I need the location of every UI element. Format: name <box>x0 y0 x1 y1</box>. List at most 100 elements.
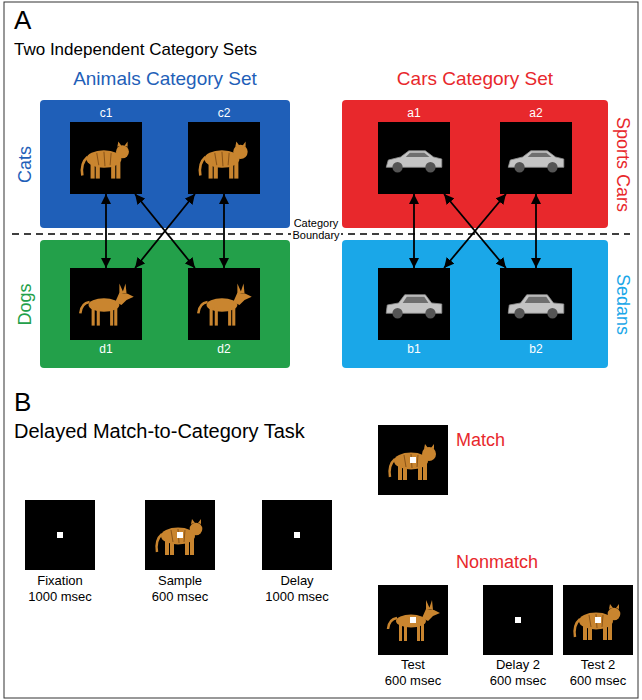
animal-ears <box>609 604 619 609</box>
animal-tail <box>200 157 206 176</box>
stimulus-id: d2 <box>188 342 260 356</box>
category-name: Dogs <box>15 283 36 325</box>
stimulus-id: c2 <box>188 106 260 120</box>
animal-leg <box>398 463 402 480</box>
animal-leg <box>97 307 100 326</box>
figure-label: Sample <box>158 574 202 589</box>
animal-leg <box>165 538 169 555</box>
similarity-arrow <box>413 194 415 268</box>
animal-leg <box>92 307 95 326</box>
trial-frame <box>378 585 448 655</box>
trial-frame <box>145 500 215 570</box>
animal-leg <box>185 538 189 555</box>
fixation-point <box>515 617 521 623</box>
figure-label: A <box>14 6 31 36</box>
animal-stripes <box>171 529 185 543</box>
animal-ears <box>191 519 201 524</box>
stimulus-id: a1 <box>378 106 450 120</box>
animal-leg <box>399 623 402 641</box>
frame-background <box>262 500 332 570</box>
fixation-point <box>410 617 416 623</box>
car-wheel <box>392 162 402 172</box>
car-window <box>525 297 551 303</box>
animal-leg <box>210 307 213 326</box>
figure-label: Test <box>401 658 425 673</box>
animal-leg <box>110 307 113 326</box>
trial-frame <box>25 500 95 570</box>
category-box: Catsc1c2 <box>40 100 290 228</box>
category-name: Sports Cars <box>613 116 634 211</box>
animal-leg <box>190 538 194 555</box>
animal-tail <box>82 157 88 176</box>
car-window <box>403 297 429 303</box>
figure-label: Two Independent Category Sets <box>14 40 257 60</box>
similarity-arrow <box>135 194 195 268</box>
figure-label: 600 msec <box>385 674 441 689</box>
figure-label: 600 msec <box>152 590 208 605</box>
trial-frame <box>483 585 553 655</box>
fixation-point <box>177 532 183 538</box>
animal-leg <box>583 623 587 640</box>
category-name: Cats <box>15 145 36 182</box>
animal-tail <box>388 618 397 629</box>
frame-background <box>378 425 448 495</box>
figure-label: Category Boundary <box>291 217 341 241</box>
heading-holder: Sedans <box>611 240 635 368</box>
car-window <box>528 153 552 157</box>
stimulus-picture <box>188 268 260 340</box>
stimulus-id: b1 <box>378 342 450 356</box>
animal-leg <box>403 463 407 480</box>
stimulus-thumbnail: d1 <box>70 268 142 340</box>
stimulus-thumbnail: c2 <box>188 122 260 194</box>
animal-tail <box>198 302 207 313</box>
animal-leg <box>228 307 231 326</box>
stimulus-id: c1 <box>70 106 142 120</box>
animal-head <box>115 293 134 305</box>
animal-leg <box>215 307 218 326</box>
car-wheel <box>514 308 524 318</box>
figure-label: Delayed Match-to-Category Task <box>14 420 305 443</box>
stimulus-picture <box>188 122 260 194</box>
animal-head <box>190 523 203 536</box>
trial-frame <box>262 500 332 570</box>
category-region <box>342 100 608 228</box>
animal-ears <box>117 142 127 147</box>
category-region <box>40 100 290 228</box>
figure-label: 1000 msec <box>265 590 329 605</box>
stimulus-thumbnail: a1 <box>378 122 450 194</box>
similarity-arrow <box>535 194 537 268</box>
category-region <box>342 240 608 368</box>
animal-leg <box>232 307 235 326</box>
car-wheel <box>392 308 402 318</box>
frame-background <box>145 500 215 570</box>
figure-label: Animals Category Set <box>73 68 257 90</box>
frame-background <box>378 585 448 655</box>
trial-frame <box>378 425 448 495</box>
heading-holder: Sports Cars <box>611 100 635 228</box>
animal-head <box>422 609 440 621</box>
stimulus-thumbnail: d2 <box>188 268 260 340</box>
car-wheel <box>547 308 557 318</box>
animal-leg <box>170 538 174 555</box>
frame-background <box>483 585 553 655</box>
category-box: Sedansb1b2 <box>342 240 608 368</box>
stimulus-thumbnail: b1 <box>378 268 450 340</box>
stimulus-id: b2 <box>500 342 572 356</box>
animal-stripes <box>97 152 111 166</box>
stimulus-thumbnail: a2 <box>500 122 572 194</box>
animal-leg <box>423 463 427 480</box>
animal-tail <box>157 534 162 552</box>
frame-background <box>563 585 633 655</box>
fixation-point <box>294 532 300 538</box>
car-window <box>406 153 430 157</box>
animal-leg <box>588 623 592 640</box>
animal-head <box>608 608 621 621</box>
animal-head <box>116 145 129 158</box>
animal-leg <box>608 623 612 640</box>
animal-tail <box>575 619 580 637</box>
figure-label: B <box>14 388 31 418</box>
similarity-arrow <box>223 194 225 268</box>
animal-leg <box>229 161 233 178</box>
animal-leg <box>111 161 115 178</box>
